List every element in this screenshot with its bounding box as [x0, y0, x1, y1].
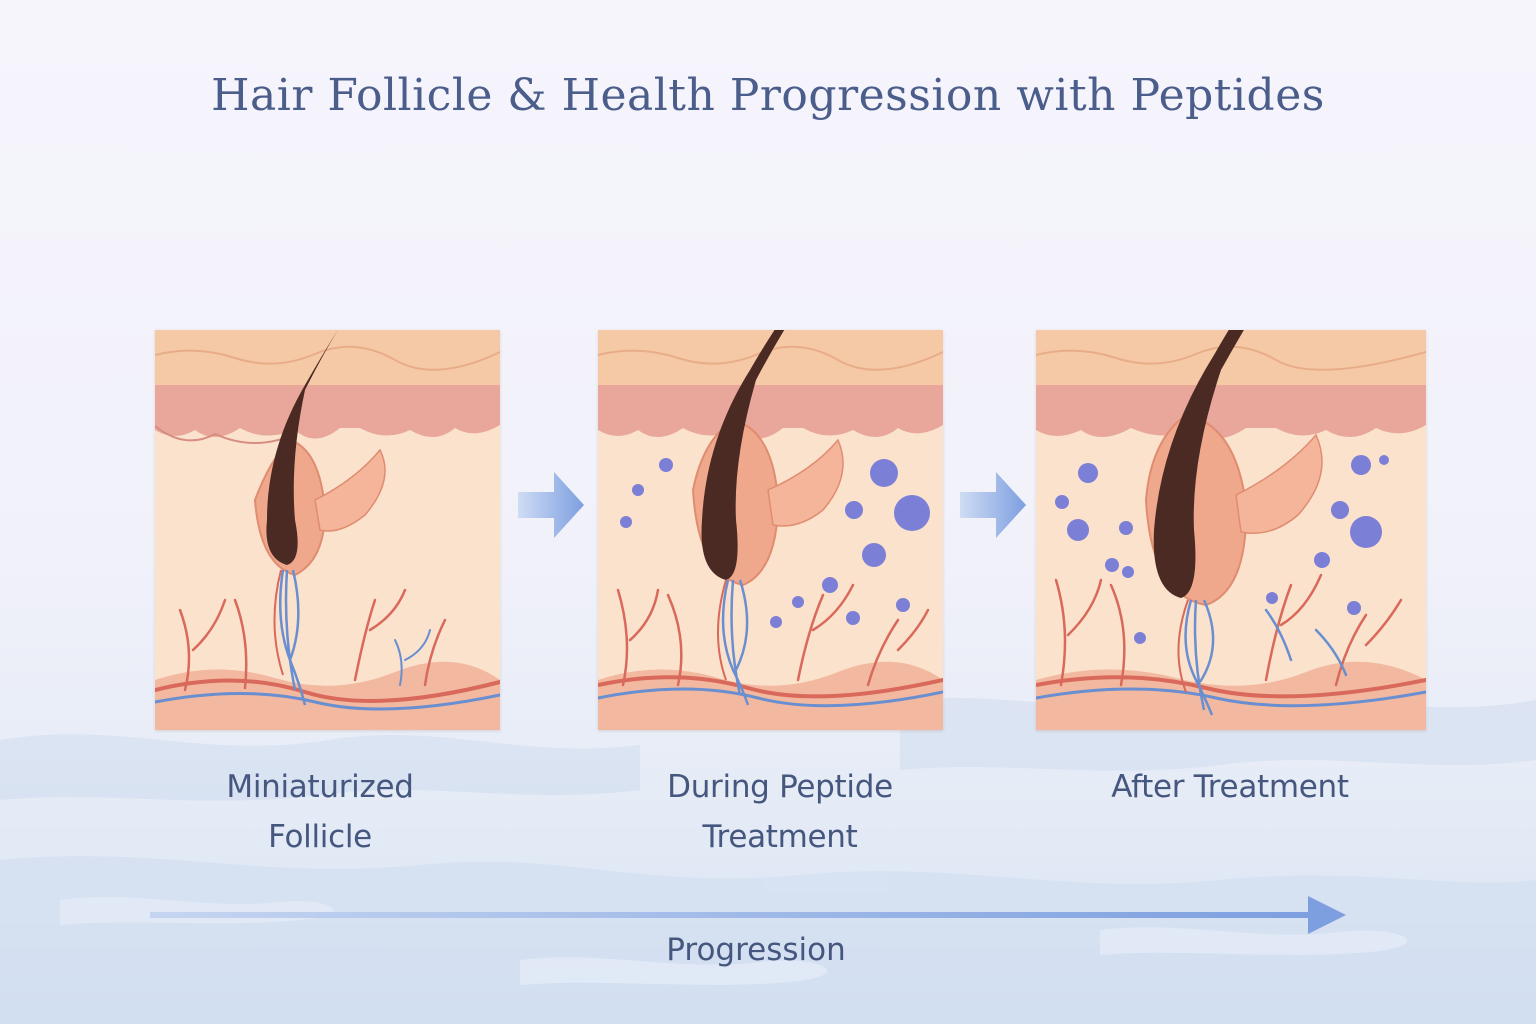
panel-miniaturized-follicle	[155, 330, 500, 730]
step-arrow-2	[960, 472, 1026, 538]
diagram-title: Hair Follicle & Health Progression with …	[211, 70, 1325, 121]
stage-label-line2: Follicle	[268, 819, 372, 855]
stage-label-line1: After Treatment	[1111, 769, 1349, 805]
peptide-molecules	[1055, 455, 1389, 644]
epidermis-layer	[155, 385, 500, 439]
blood-vessels	[1036, 573, 1426, 708]
stage-label-line2: Treatment	[702, 819, 858, 855]
epidermis-layer	[598, 385, 943, 439]
sebaceous-gland	[314, 448, 386, 532]
epidermis-layer	[1036, 385, 1426, 439]
follicle-root-vessels	[1184, 599, 1215, 716]
stage-label-after: After Treatment	[1050, 762, 1410, 812]
stage-label-miniaturized: Miniaturized Follicle	[170, 762, 470, 862]
progression-arrow	[150, 896, 1346, 934]
step-arrow-1	[518, 472, 584, 538]
sebaceous-gland	[767, 438, 844, 527]
hair-shaft	[266, 330, 338, 565]
skin-surface-layer	[155, 330, 500, 385]
sebaceous-gland	[1235, 433, 1323, 534]
follicle-root-vessels	[721, 579, 750, 706]
stage-label-line1: During Peptide	[667, 769, 893, 805]
blood-vessels	[598, 583, 943, 708]
panel-after-treatment	[1036, 330, 1426, 730]
hair-shaft	[701, 330, 785, 580]
panel-during-treatment	[598, 330, 943, 730]
follicle-root-vessels	[279, 569, 307, 706]
blood-vessels	[155, 588, 500, 711]
stage-label-during: During Peptide Treatment	[620, 762, 940, 862]
stage-label-line1: Miniaturized	[226, 769, 414, 805]
hair-shaft	[1153, 330, 1244, 598]
progression-label: Progression	[666, 932, 846, 968]
peptide-molecules	[620, 458, 930, 628]
